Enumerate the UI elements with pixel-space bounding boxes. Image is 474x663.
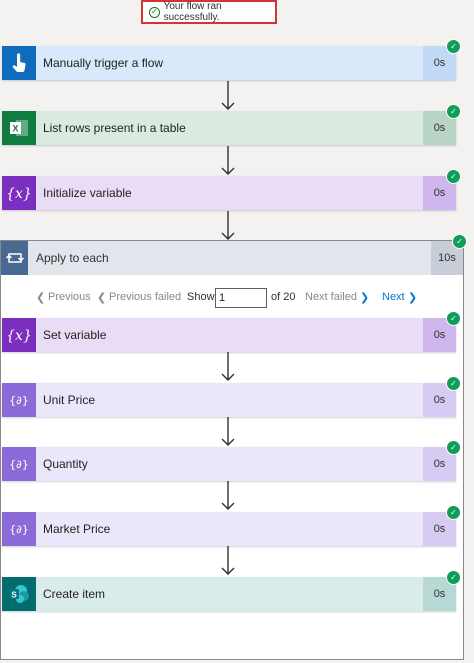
step-label: List rows present in a table (36, 111, 423, 145)
success-check-icon: ✓ (446, 505, 461, 520)
iteration-total: of 20 (271, 291, 296, 303)
arrow-down-icon (221, 417, 235, 446)
svg-text:S: S (11, 591, 17, 600)
chevron-right-icon: ❯ (408, 292, 418, 304)
arrow-down-icon (221, 546, 235, 575)
touch-icon (2, 46, 36, 80)
success-check-icon: ✓ (446, 376, 461, 391)
success-check-icon: ✓ (446, 440, 461, 455)
step-set-variable[interactable]: {x} Set variable 0s ✓ (2, 311, 461, 352)
success-banner: ✓ Your flow ran successfully. (141, 0, 277, 24)
arrow-down-icon (221, 352, 235, 381)
sharepoint-icon: S (2, 577, 36, 611)
svg-text:X: X (12, 124, 18, 134)
compose-icon: {∂} (2, 447, 36, 481)
step-manually-trigger[interactable]: Manually trigger a flow 0s ✓ (2, 39, 461, 80)
step-label: Initialize variable (36, 176, 423, 210)
step-label: Unit Price (36, 383, 423, 417)
step-label: Create item (36, 577, 423, 611)
previous-failed-button[interactable]: Previous failed (109, 291, 182, 303)
loop-icon (1, 241, 28, 275)
step-label: Set variable (36, 318, 423, 352)
step-list-rows[interactable]: X List rows present in a table 0s ✓ (2, 104, 461, 145)
variable-icon: {x} (2, 318, 36, 352)
success-check-icon: ✓ (446, 169, 461, 184)
step-label: Market Price (36, 512, 423, 546)
success-check-icon: ✓ (446, 39, 461, 54)
success-check-icon: ✓ (446, 104, 461, 119)
chevron-left-icon: ❮ (97, 292, 107, 304)
step-unit-price[interactable]: {∂} Unit Price 0s ✓ (2, 376, 461, 417)
success-check-icon: ✓ (446, 570, 461, 585)
compose-icon: {∂} (2, 383, 36, 417)
previous-button[interactable]: Previous (48, 291, 91, 303)
step-market-price[interactable]: {∂} Market Price 0s ✓ (2, 505, 461, 546)
chevron-right-icon: ❯ (360, 292, 370, 304)
iteration-pager: ❮ Previous ❮ Previous failed Show of 20 … (0, 287, 464, 309)
excel-icon: X (2, 111, 36, 145)
arrow-down-icon (221, 81, 235, 110)
iteration-input[interactable] (215, 288, 267, 308)
step-create-item[interactable]: S Create item 0s ✓ (2, 570, 461, 611)
apply-to-each-label: Apply to each (36, 251, 109, 265)
compose-icon: {∂} (2, 512, 36, 546)
next-failed-button[interactable]: Next failed (305, 291, 357, 303)
step-initialize-variable[interactable]: {x} Initialize variable 0s ✓ (2, 169, 461, 210)
step-label: Manually trigger a flow (36, 46, 423, 80)
svg-text:{x}: {x} (6, 328, 32, 344)
svg-text:{∂}: {∂} (9, 458, 29, 471)
arrow-down-icon (221, 146, 235, 175)
success-check-icon: ✓ (452, 234, 467, 249)
arrow-down-icon (221, 211, 235, 240)
apply-to-each-header[interactable]: Apply to each 10s ✓ (1, 234, 467, 275)
success-check-icon: ✓ (149, 6, 160, 18)
next-button[interactable]: Next (382, 291, 405, 303)
success-banner-text: Your flow ran successfully. (163, 1, 222, 23)
success-check-icon: ✓ (446, 311, 461, 326)
svg-text:{x}: {x} (6, 186, 32, 202)
svg-text:{∂}: {∂} (9, 394, 29, 407)
variable-icon: {x} (2, 176, 36, 210)
step-quantity[interactable]: {∂} Quantity 0s ✓ (2, 440, 461, 481)
show-label: Show (187, 291, 215, 303)
chevron-left-icon: ❮ (36, 292, 46, 304)
arrow-down-icon (221, 481, 235, 510)
step-label: Quantity (36, 447, 423, 481)
svg-text:{∂}: {∂} (9, 523, 29, 536)
